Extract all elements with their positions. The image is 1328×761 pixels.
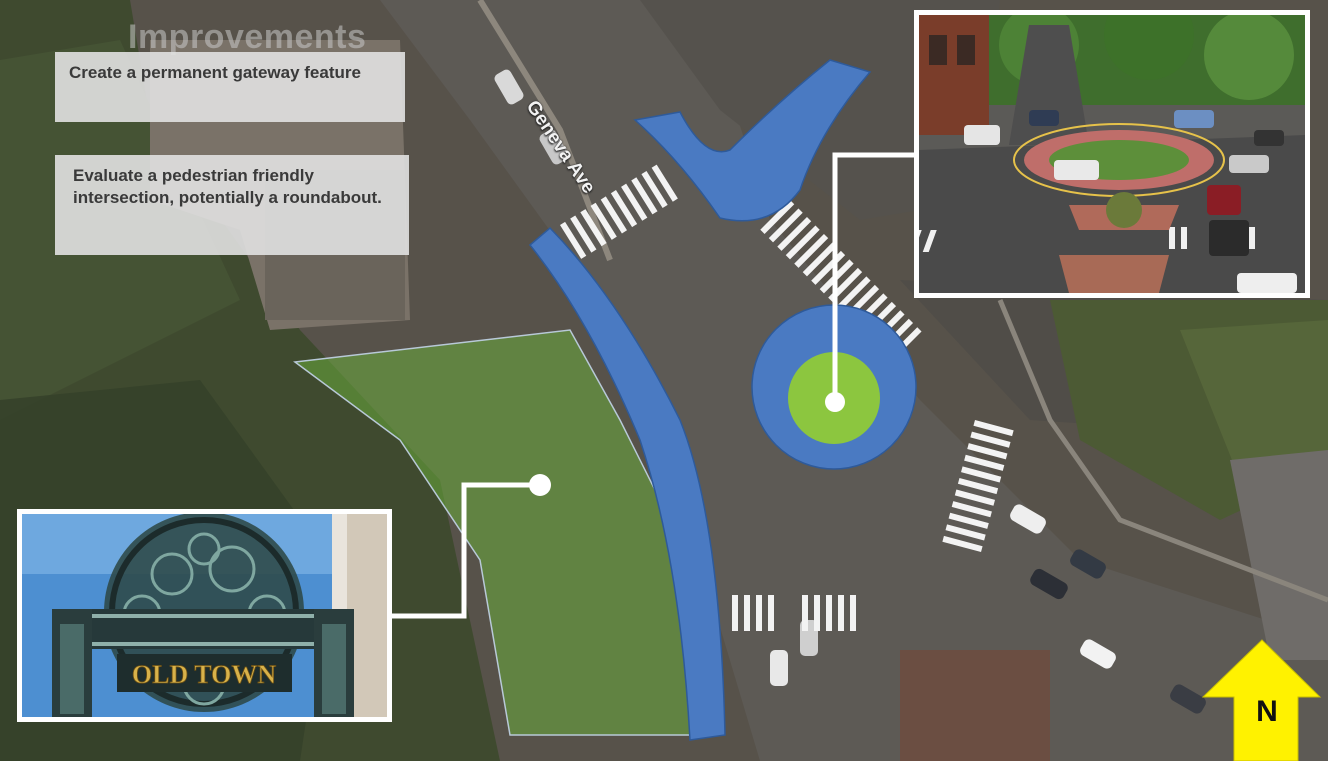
roundabout-example-photo: [914, 10, 1310, 298]
median-north: [633, 59, 872, 222]
crosswalks: [560, 164, 1014, 631]
median-west: [528, 226, 726, 741]
old-town-gateway-photo: OLD TOWN: [17, 509, 392, 722]
note-roundabout: Evaluate a pedestrian friendly intersect…: [55, 155, 409, 255]
north-label: N: [1256, 695, 1278, 728]
north-arrow-shape: [1201, 639, 1322, 761]
old-town-sign-text: OLD TOWN: [132, 660, 276, 689]
note-gateway: Create a permanent gateway feature: [55, 52, 405, 122]
page-heading: Improvements: [128, 18, 367, 56]
